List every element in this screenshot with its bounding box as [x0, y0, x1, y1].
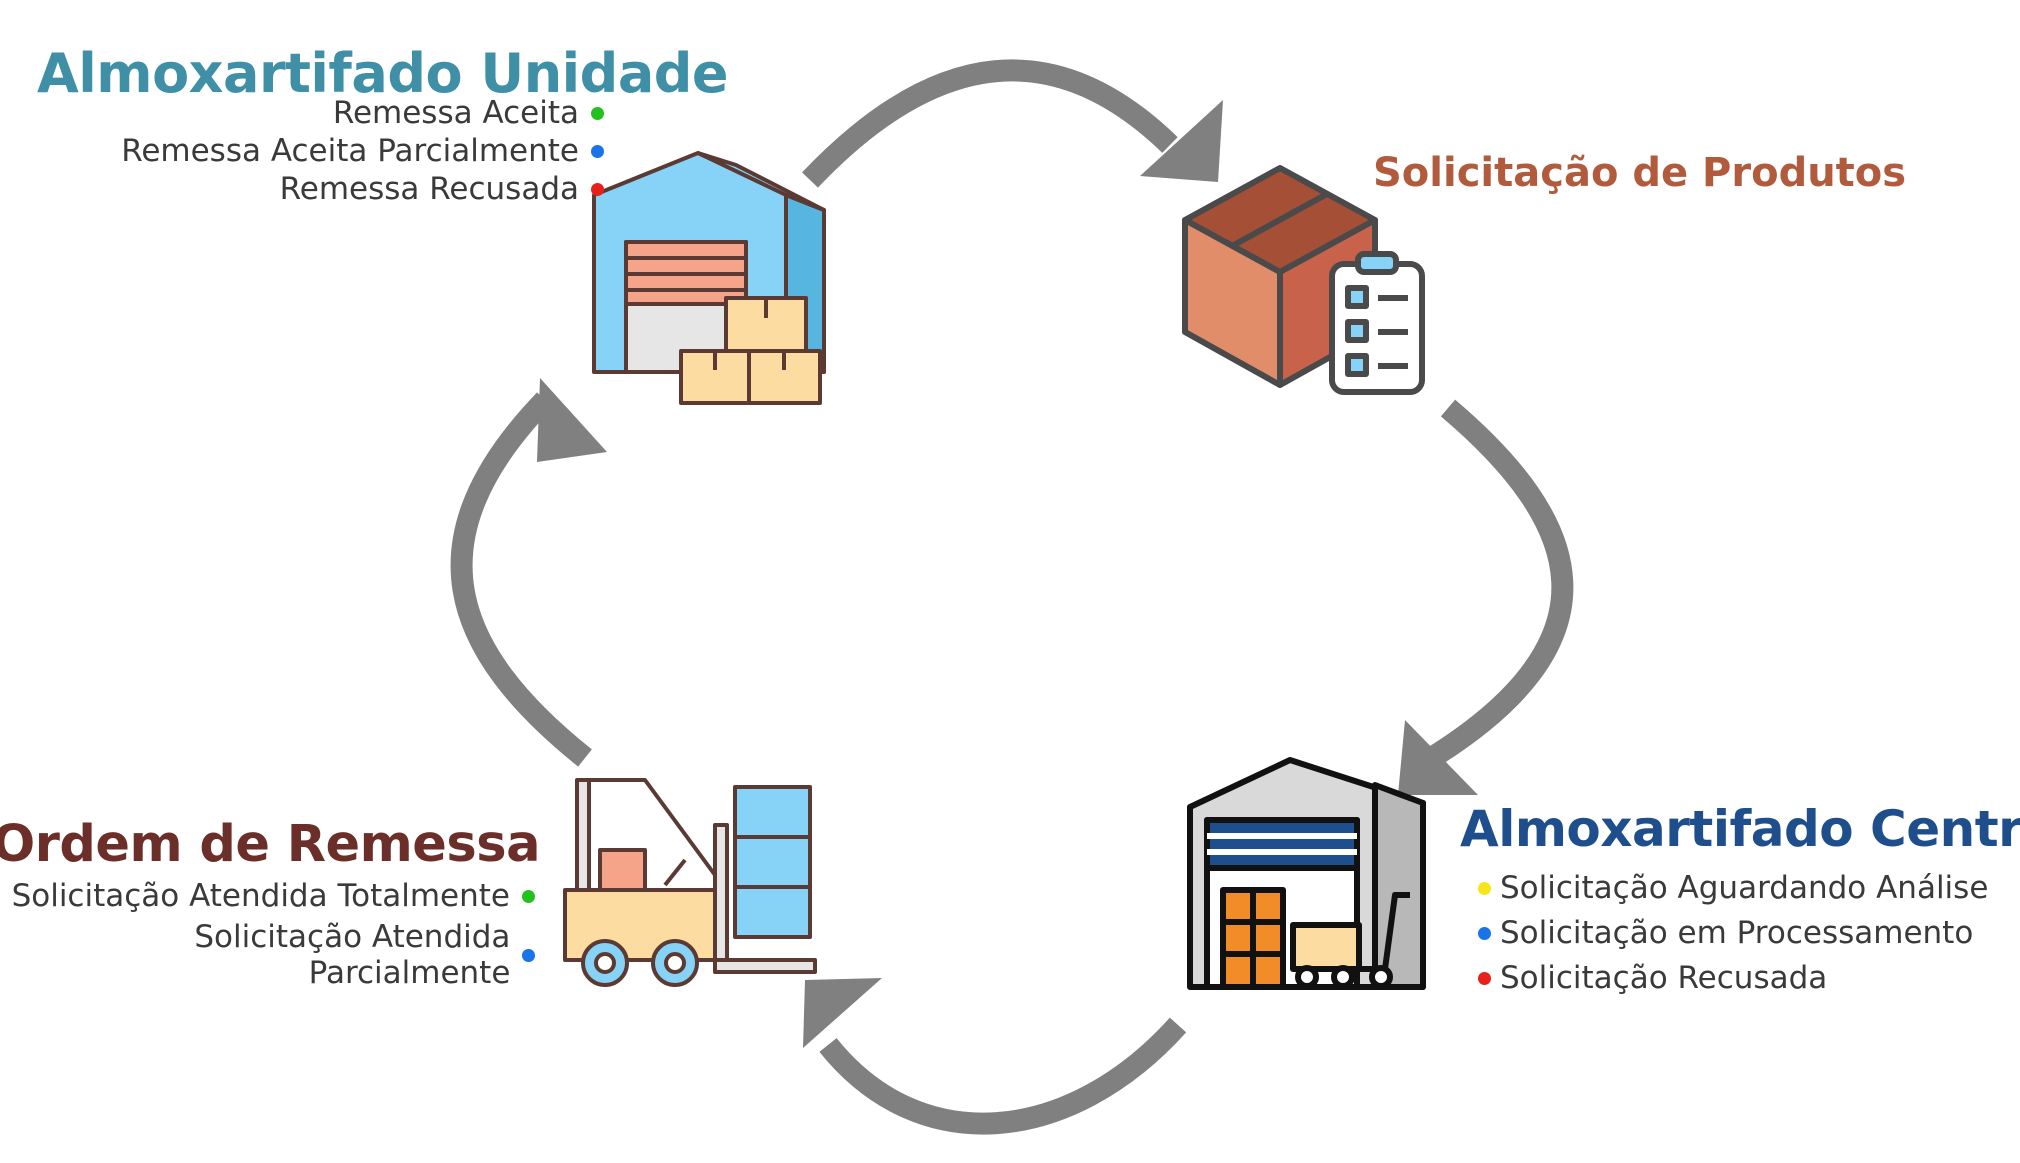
red-status-dot: [1478, 971, 1491, 985]
forklift-icon: [563, 778, 817, 987]
arrow-central-to-order: [819, 1017, 1187, 1135]
central-warehouse-icon: [1187, 757, 1426, 990]
unit-status-item: Remessa Recusada: [121, 171, 604, 207]
central-status-item: Solicitação Recusada: [1478, 960, 1988, 996]
central-status-item: Solicitação Aguardando Análise: [1478, 870, 1988, 906]
arrow-unit-to-request: [802, 59, 1178, 188]
blue-status-dot: [591, 144, 604, 158]
blue-status-dot: [522, 948, 535, 962]
unit-status-item: Remessa Aceita: [121, 95, 604, 131]
green-status-dot: [522, 889, 535, 903]
arrowhead-4: [537, 378, 607, 462]
central-warehouse-title: Almoxartifado Central: [1460, 800, 2020, 858]
blue-status-dot: [1478, 926, 1491, 940]
central-warehouse-status-list: Solicitação Aguardando Análise Solicitaç…: [1478, 870, 1988, 996]
green-status-dot: [591, 106, 604, 120]
product-request-icon: [1182, 165, 1425, 395]
unit-warehouse-title: Almoxartifado Unidade: [37, 42, 729, 105]
central-status-item: Solicitação em Processamento: [1478, 915, 1988, 951]
arrow-order-to-unit: [450, 392, 592, 767]
red-status-dot: [591, 182, 604, 196]
unit-warehouse-icon: [592, 151, 826, 405]
unit-status-item: Remessa Aceita Parcialmente: [121, 133, 604, 169]
arrow-request-to-central: [1414, 399, 1574, 775]
product-request-title: Solicitação de Produtos: [1373, 150, 1907, 196]
shipment-order-title: Ordem de Remessa: [0, 815, 541, 874]
shipment-order-status-list: Solicitação Atendida Totalmente Solicita…: [0, 878, 535, 991]
unit-warehouse-status-list: Remessa Aceita Remessa Aceita Parcialmen…: [121, 95, 604, 207]
arrowhead-1: [1140, 100, 1223, 182]
arrowhead-2: [1398, 720, 1478, 795]
yellow-status-dot: [1478, 881, 1491, 895]
shipment-status-item: Solicitação Atendida Totalmente: [0, 878, 535, 914]
arrowhead-3: [803, 978, 882, 1048]
shipment-status-item: Solicitação Atendida Parcialmente: [0, 919, 535, 991]
